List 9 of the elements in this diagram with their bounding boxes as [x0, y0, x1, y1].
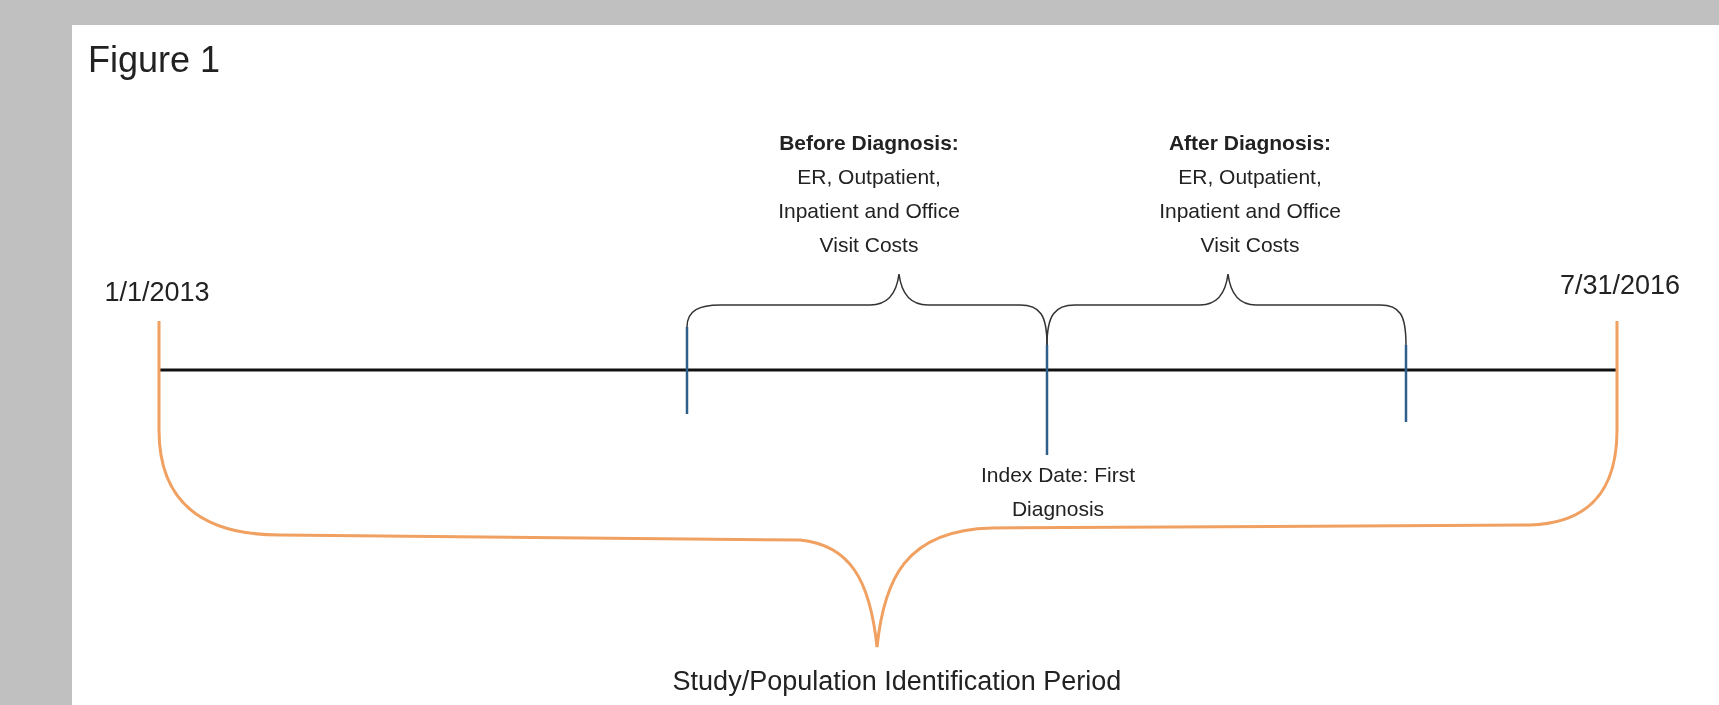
- period-description: ER, Outpatient, Inpatient and Office Visit Costs: [777, 164, 961, 258]
- period-description: ER, Outpatient, Inpatient and Office Visit Costs: [1158, 164, 1342, 258]
- period-label: Study/Population Identification Period: [671, 665, 1123, 698]
- date-label: 7/31/2016: [1558, 269, 1682, 302]
- period-heading: Before Diagnosis:: [778, 130, 960, 156]
- figure-title: Figure 1: [88, 38, 221, 82]
- index-date-label: Index Date: First Diagnosis: [979, 462, 1137, 522]
- period-heading: After Diagnosis:: [1167, 130, 1333, 156]
- date-label: 1/1/2013: [103, 276, 211, 309]
